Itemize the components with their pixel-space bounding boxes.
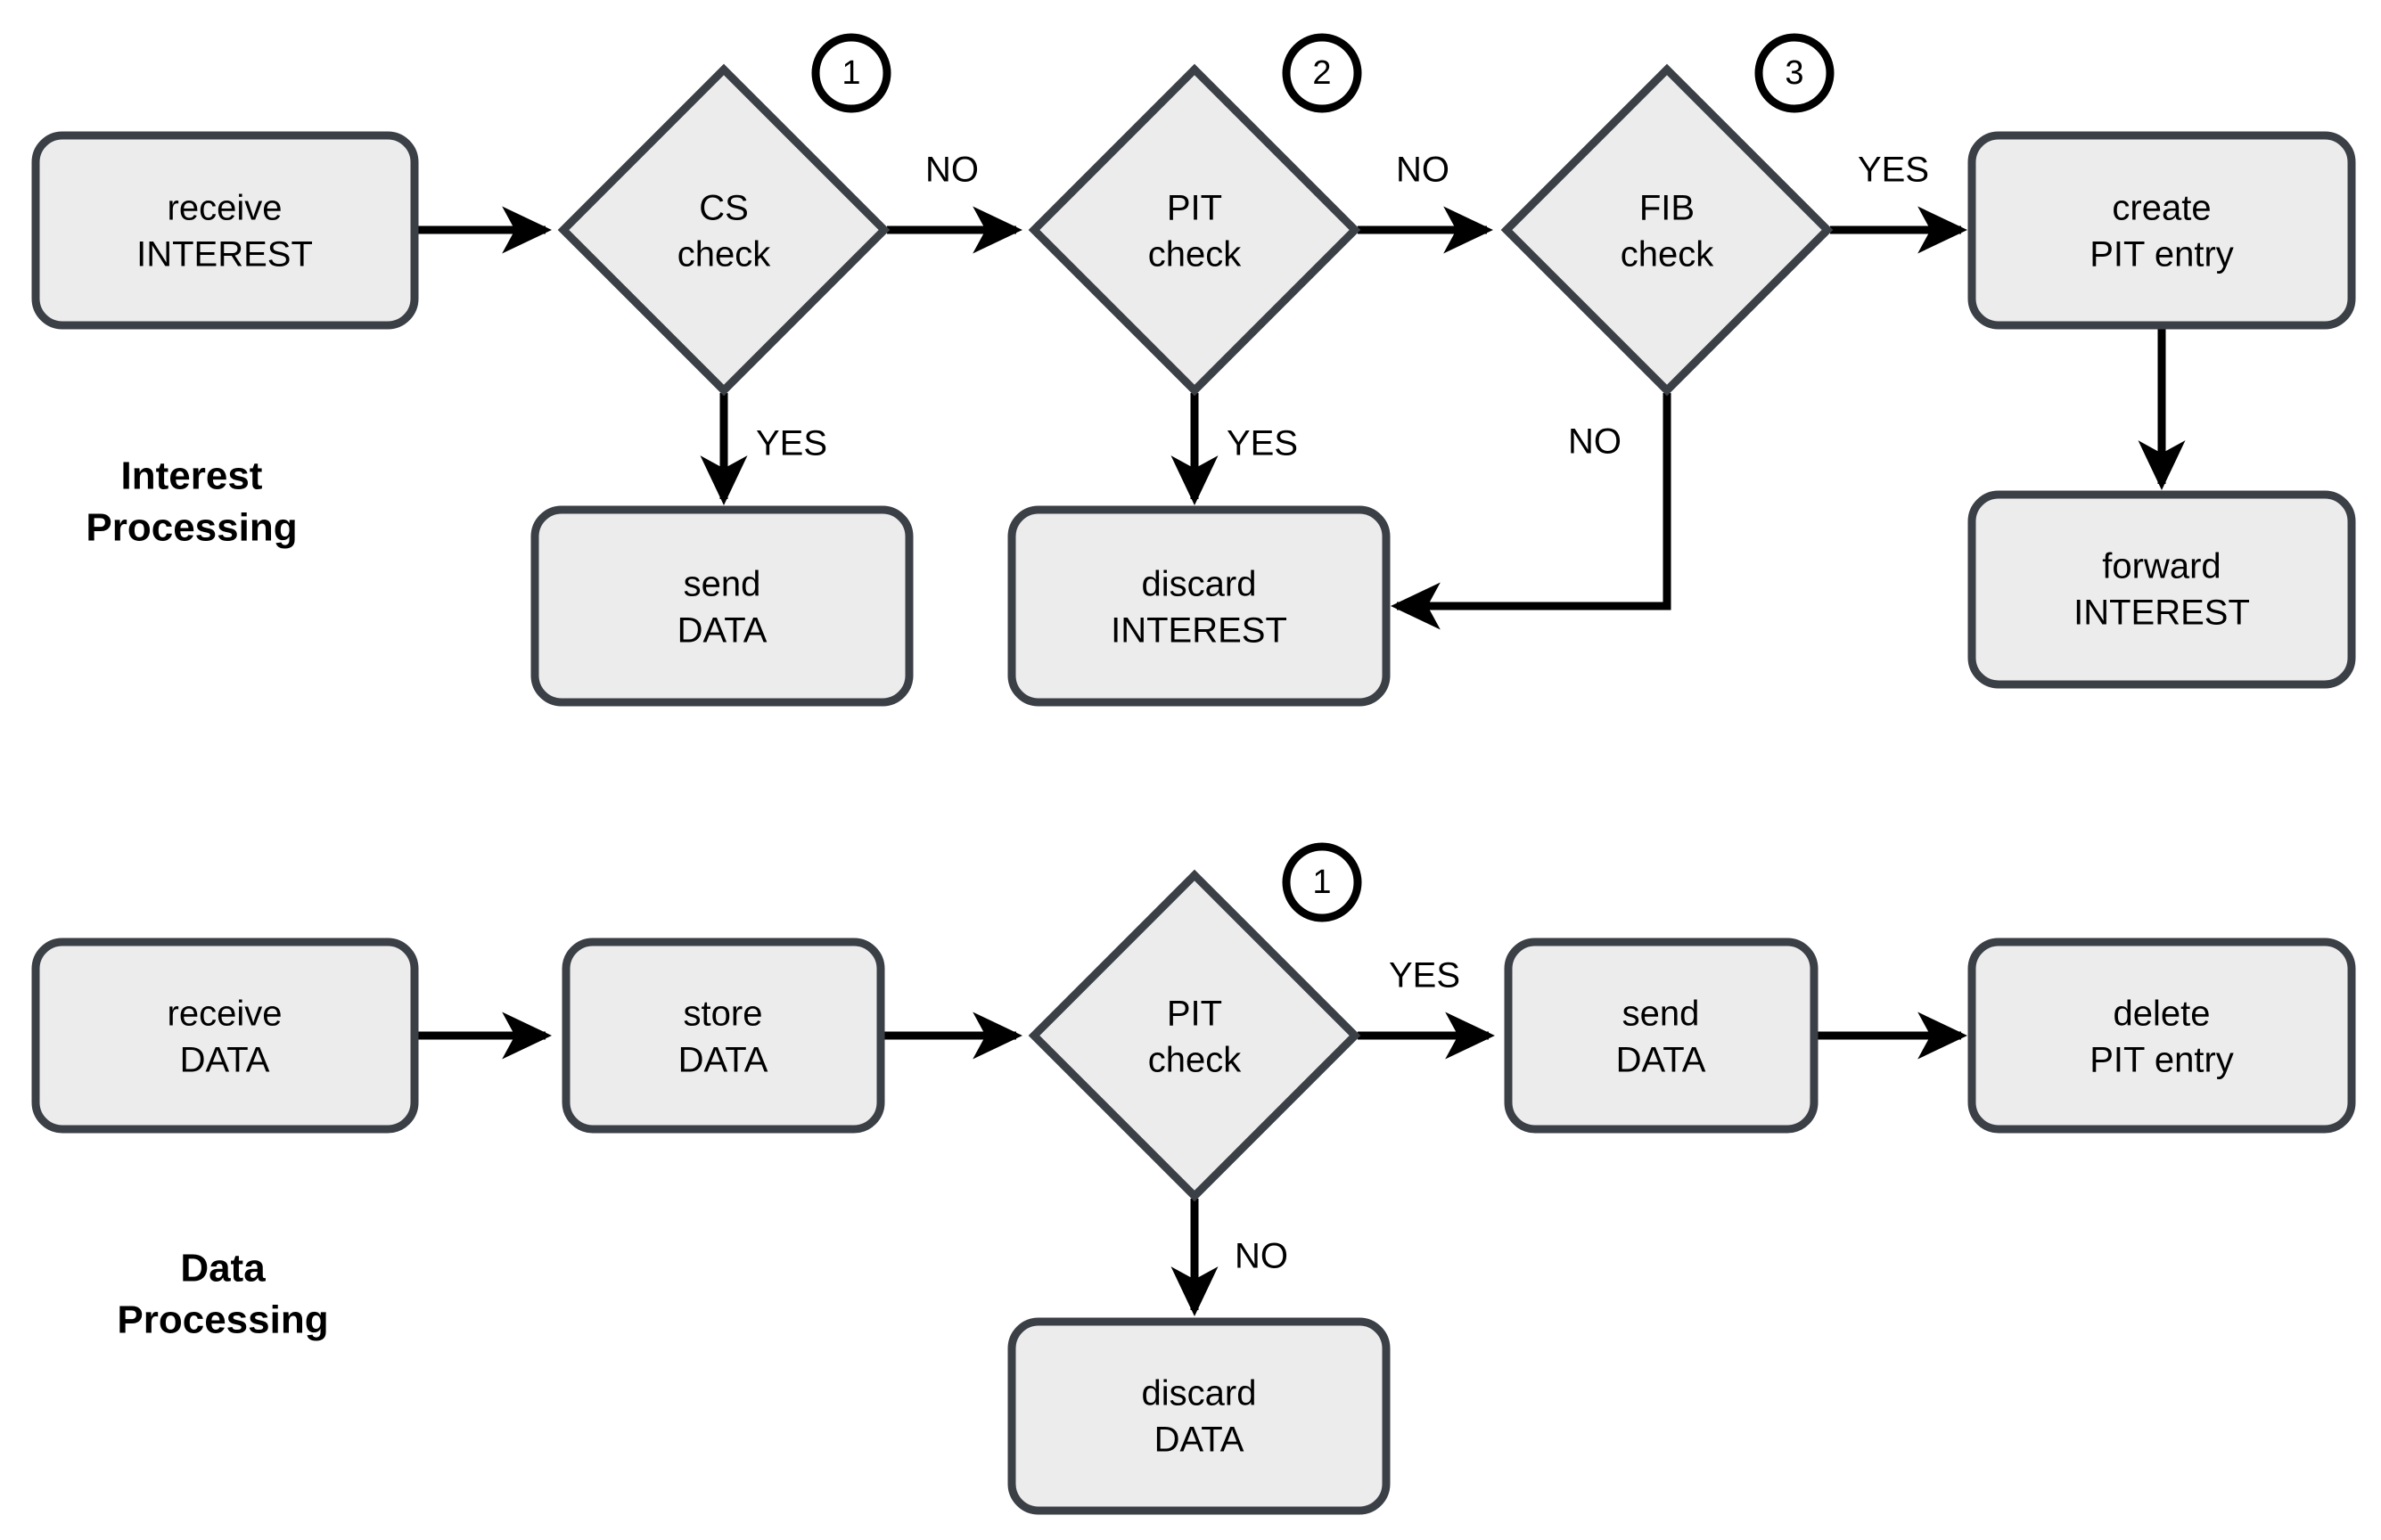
step-marker-cs-check-number: 1 <box>842 54 860 92</box>
node-cs-check-line2: check <box>677 235 771 274</box>
section-title-interest-line1: Interest <box>121 455 263 498</box>
node-pit-check-interest-line1: PIT <box>1167 189 1222 228</box>
node-fib-check-line2: check <box>1621 235 1714 274</box>
node-pit-check-data-line2: check <box>1148 1041 1242 1080</box>
node-forward-interest[interactable]: forward INTEREST <box>1967 490 2356 689</box>
node-fib-check[interactable]: FIB check <box>1500 63 1834 397</box>
node-send-data-data-shape[interactable] <box>1504 938 1819 1134</box>
node-forward-interest-line2: INTEREST <box>2073 594 2250 633</box>
step-marker-cs-check: 1 <box>811 33 891 113</box>
step-marker-fib-check: 3 <box>1754 33 1835 113</box>
node-delete-pit-entry[interactable]: delete PIT entry <box>1967 938 2356 1134</box>
node-cs-check-shape[interactable] <box>557 63 891 397</box>
node-receive-interest-line1: receive <box>168 189 283 228</box>
node-send-data-interest-shape[interactable] <box>530 505 914 707</box>
node-send-data-data[interactable]: send DATA <box>1504 938 1819 1134</box>
node-receive-data-shape[interactable] <box>31 938 419 1134</box>
node-discard-interest-line1: discard <box>1142 565 1257 604</box>
step-marker-pit-check-data-circle <box>1282 842 1362 922</box>
node-create-pit-entry-line1: create <box>2112 189 2211 228</box>
step-marker-pit-check-data: 1 <box>1282 842 1362 922</box>
section-title-interest: Interest Processing <box>86 455 297 550</box>
step-marker-pit-check-interest: 2 <box>1282 33 1362 113</box>
node-receive-data-line1: receive <box>168 995 283 1034</box>
node-discard-data-line1: discard <box>1142 1374 1257 1413</box>
step-marker-fib-check-number: 3 <box>1785 54 1803 92</box>
node-send-data-data-line2: DATA <box>1616 1041 1706 1080</box>
node-delete-pit-entry-shape[interactable] <box>1967 938 2356 1134</box>
node-send-data-interest-line2: DATA <box>677 611 768 651</box>
edge-label-pit-no: NO <box>1396 151 1449 190</box>
node-discard-interest[interactable]: discard INTEREST <box>1007 505 1391 707</box>
node-send-data-data-line1: send <box>1622 995 1700 1034</box>
node-create-pit-entry-shape[interactable] <box>1967 131 2356 330</box>
node-pit-check-interest[interactable]: PIT check <box>1028 63 1361 397</box>
node-delete-pit-entry-line1: delete <box>2114 995 2211 1034</box>
node-pit-check-interest-line2: check <box>1148 235 1242 274</box>
node-cs-check-line1: CS <box>699 189 749 228</box>
edges-data <box>415 1012 1967 1316</box>
node-cs-check[interactable]: CS check <box>557 63 891 397</box>
node-pit-check-data[interactable]: PIT check <box>1028 869 1361 1202</box>
node-discard-data-line2: DATA <box>1154 1421 1244 1460</box>
node-fib-check-line1: FIB <box>1639 189 1695 228</box>
node-pit-check-interest-shape[interactable] <box>1028 63 1361 397</box>
node-store-data-line2: DATA <box>678 1041 768 1080</box>
section-title-data-line2: Processing <box>117 1298 328 1342</box>
node-fib-check-shape[interactable] <box>1500 63 1834 397</box>
node-discard-interest-line2: INTEREST <box>1111 611 1287 651</box>
node-receive-data[interactable]: receive DATA <box>31 938 419 1134</box>
node-store-data-shape[interactable] <box>562 938 885 1134</box>
node-store-data[interactable]: store DATA <box>562 938 885 1134</box>
edge-label-cs-no: NO <box>925 151 979 190</box>
step-marker-pit-check-data-number: 1 <box>1312 864 1331 901</box>
node-receive-interest-line2: INTEREST <box>136 235 313 274</box>
node-pit-check-data-line1: PIT <box>1167 995 1222 1034</box>
edge-label-pit-yes: YES <box>1227 424 1298 463</box>
edge-label-cs-yes: YES <box>756 424 827 463</box>
node-send-data-interest-line1: send <box>684 565 761 604</box>
edge-fib-no-to-discard-int <box>1391 393 1671 630</box>
step-marker-cs-check-circle <box>811 33 891 113</box>
node-forward-interest-line1: forward <box>2102 547 2221 586</box>
step-marker-pit-check-interest-circle <box>1282 33 1362 113</box>
edges-interest <box>415 206 2186 630</box>
section-title-data-line1: Data <box>180 1247 266 1290</box>
node-delete-pit-entry-line2: PIT entry <box>2090 1041 2234 1080</box>
edge-label-fib-yes: YES <box>1858 151 1929 190</box>
node-pit-check-data-shape[interactable] <box>1028 869 1361 1202</box>
node-receive-interest[interactable]: receive INTEREST <box>31 131 419 330</box>
node-create-pit-entry[interactable]: create PIT entry <box>1967 131 2356 330</box>
node-discard-data-shape[interactable] <box>1007 1317 1391 1515</box>
node-discard-data[interactable]: discard DATA <box>1007 1317 1391 1515</box>
node-discard-interest-shape[interactable] <box>1007 505 1391 707</box>
section-title-interest-line2: Processing <box>86 506 297 550</box>
section-title-data: Data Processing <box>117 1247 328 1342</box>
edge-label-fib-no: NO <box>1568 422 1622 462</box>
node-send-data-interest[interactable]: send DATA <box>530 505 914 707</box>
step-marker-fib-check-circle <box>1754 33 1835 113</box>
node-receive-data-line2: DATA <box>180 1041 270 1080</box>
edge-label-pit-data-yes: YES <box>1389 956 1460 995</box>
node-create-pit-entry-line2: PIT entry <box>2090 235 2234 274</box>
edge-label-pit-data-no: NO <box>1235 1237 1288 1276</box>
node-store-data-line1: store <box>684 995 763 1034</box>
step-marker-pit-check-interest-number: 2 <box>1312 54 1331 92</box>
node-forward-interest-shape[interactable] <box>1967 490 2356 689</box>
node-receive-interest-shape[interactable] <box>31 131 419 330</box>
